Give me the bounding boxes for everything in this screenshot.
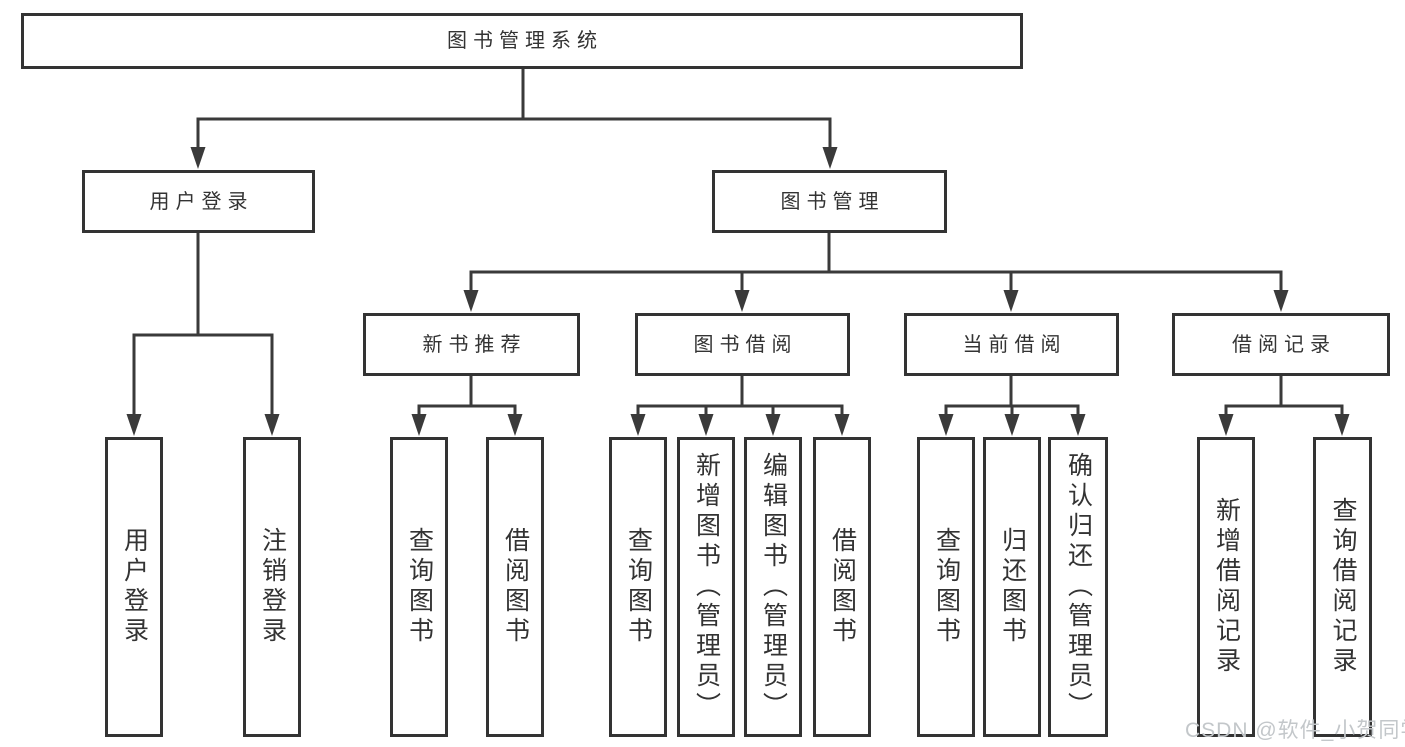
- leaf-query-book-2: 查询图书: [609, 437, 667, 737]
- leaf-add-borrow-record-label: 新增借阅记录: [1212, 497, 1241, 677]
- root-node-label: 图书管理系统: [447, 30, 603, 52]
- leaf-confirm-return-admin: 确认归还（管理员）: [1048, 437, 1108, 737]
- arrow-to-current-borrow: [1003, 290, 1019, 312]
- node-book-mgmt-label: 图书管理: [780, 190, 885, 213]
- leaf-user-login: 用户登录: [105, 437, 163, 737]
- connector-root-to-level2: [196, 69, 832, 150]
- leaf-borrow-book-2: 借阅图书: [813, 437, 871, 737]
- arrow-to-leaf-return-book: [1004, 414, 1020, 436]
- arrow-to-leaf-add-borrow-record: [1218, 414, 1234, 436]
- arrow-to-leaf-user-login: [126, 414, 142, 436]
- leaf-return-book: 归还图书: [983, 437, 1041, 737]
- leaf-return-book-label: 归还图书: [998, 527, 1027, 647]
- arrow-to-book-mgmt: [822, 147, 838, 169]
- connector-current-borrow-to-leaves: [944, 376, 1080, 419]
- arrow-to-user-login: [190, 147, 206, 169]
- arrow-to-leaf-confirm-return: [1070, 414, 1086, 436]
- arrow-to-leaf-query-book-1: [411, 414, 427, 436]
- arrow-to-book-borrow: [734, 290, 750, 312]
- connector-user-login-to-leaves: [132, 233, 274, 416]
- leaf-logout: 注销登录: [243, 437, 301, 737]
- leaf-user-login-label: 用户登录: [120, 527, 149, 647]
- leaf-edit-book-admin: 编辑图书（管理员）: [744, 437, 802, 737]
- csdn-watermark: CSDN @软件_小贺同学: [1185, 719, 1405, 742]
- node-current-borrow: 当前借阅: [904, 313, 1119, 376]
- leaf-borrow-book-1: 借阅图书: [486, 437, 544, 737]
- leaf-logout-label: 注销登录: [258, 527, 287, 647]
- connector-borrow-records-to-leaves: [1224, 376, 1344, 419]
- leaf-query-book-3: 查询图书: [917, 437, 975, 737]
- leaf-add-book-admin: 新增图书（管理员）: [677, 437, 735, 737]
- arrow-to-new-book-rec: [463, 290, 479, 312]
- node-current-borrow-label: 当前借阅: [962, 333, 1067, 356]
- arrow-to-leaf-borrow-book-2: [834, 414, 850, 436]
- arrow-to-leaf-query-book-2: [630, 414, 646, 436]
- leaf-borrow-book-2-label: 借阅图书: [828, 527, 857, 647]
- leaf-query-borrow-record: 查询借阅记录: [1313, 437, 1372, 737]
- leaf-borrow-book-1-label: 借阅图书: [501, 527, 530, 647]
- leaf-add-borrow-record: 新增借阅记录: [1197, 437, 1255, 737]
- leaf-query-book-1-label: 查询图书: [405, 527, 434, 647]
- connector-book-mgmt-to-level3: [469, 233, 1283, 293]
- connector-new-book-rec-to-leaves: [417, 376, 517, 419]
- node-user-login-label: 用户登录: [149, 190, 254, 213]
- connector-book-borrow-to-leaves: [636, 376, 844, 419]
- node-book-borrow: 图书借阅: [635, 313, 850, 376]
- arrow-to-leaf-query-borrow-record: [1334, 414, 1350, 436]
- arrow-to-leaf-edit-book: [765, 414, 781, 436]
- arrow-to-leaf-add-book: [698, 414, 714, 436]
- root-node: 图书管理系统: [21, 13, 1023, 69]
- arrow-to-leaf-query-book-3: [938, 414, 954, 436]
- leaf-query-book-2-label: 查询图书: [624, 527, 653, 647]
- arrow-to-leaf-borrow-book-1: [507, 414, 523, 436]
- leaf-query-borrow-record-label: 查询借阅记录: [1329, 497, 1357, 677]
- leaf-add-book-admin-label: 新增图书（管理员）: [692, 452, 721, 722]
- node-user-login: 用户登录: [82, 170, 315, 233]
- leaf-query-book-1: 查询图书: [390, 437, 448, 737]
- node-book-borrow-label: 图书借阅: [693, 333, 798, 356]
- node-borrow-records-label: 借阅记录: [1232, 333, 1336, 356]
- leaf-confirm-return-admin-label: 确认归还（管理员）: [1064, 452, 1093, 722]
- node-new-book-rec: 新书推荐: [363, 313, 580, 376]
- node-borrow-records: 借阅记录: [1172, 313, 1390, 376]
- leaf-query-book-3-label: 查询图书: [932, 527, 961, 647]
- leaf-edit-book-admin-label: 编辑图书（管理员）: [759, 452, 788, 722]
- node-new-book-rec-label: 新书推荐: [422, 333, 527, 356]
- node-book-mgmt: 图书管理: [712, 170, 947, 233]
- arrow-to-leaf-logout: [264, 414, 280, 436]
- arrow-to-borrow-records: [1273, 290, 1289, 312]
